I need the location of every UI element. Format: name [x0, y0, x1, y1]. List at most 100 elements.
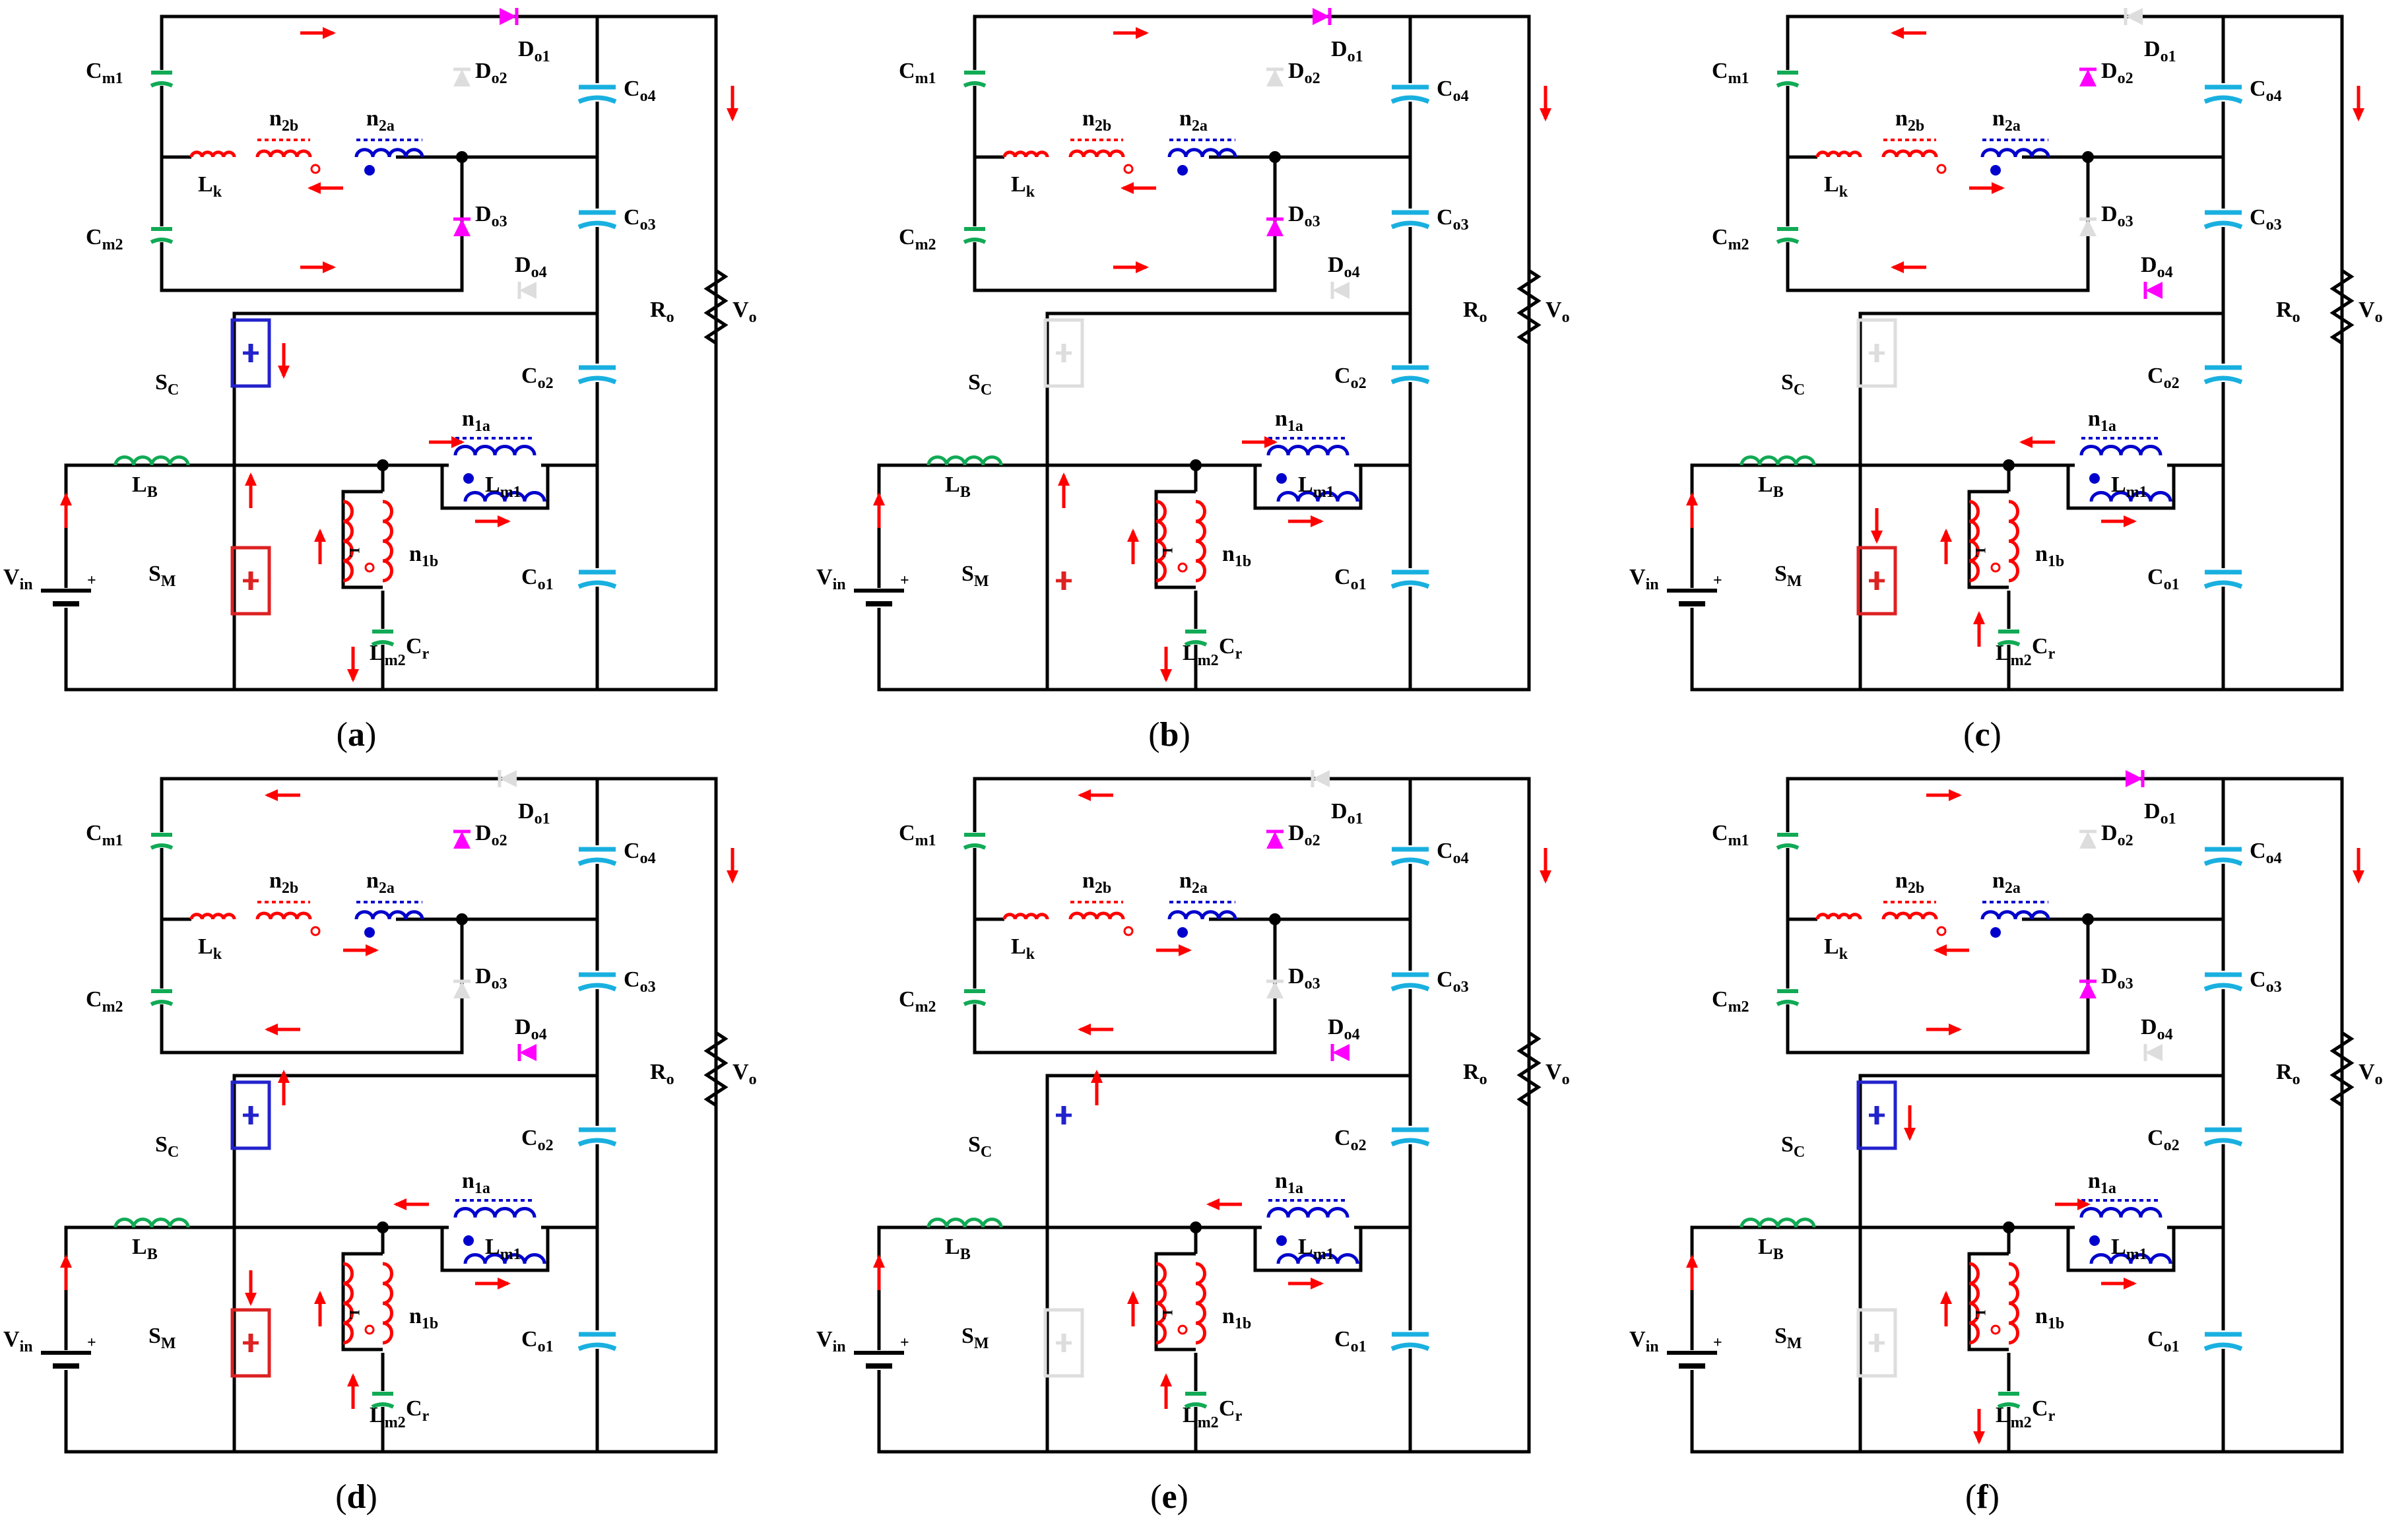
coil-turns	[1881, 149, 1938, 158]
n1b-label-main: n	[409, 1304, 422, 1328]
co2-label: Co2	[1334, 364, 1367, 392]
co4-label-sub: o4	[2266, 850, 2282, 867]
n2b-label-sub: 2b	[1095, 880, 1111, 897]
lm2-label: Lm2	[1183, 1403, 1219, 1431]
lm2-text: L	[346, 548, 363, 558]
cap-plate-curved	[963, 1000, 987, 1006]
lm1-label-main: L	[485, 1235, 500, 1259]
panel-caption: (b)	[1148, 716, 1190, 754]
arrow-top-loop	[1926, 789, 1962, 801]
switch-box	[1856, 1308, 1897, 1378]
cm2-label-main: C	[1712, 987, 1728, 1012]
do4-diode	[2143, 282, 2163, 299]
do3-label-main: D	[1288, 202, 1305, 226]
cap-plate-curved	[2203, 580, 2243, 589]
do4-label-main: D	[1328, 1015, 1344, 1039]
co1-label: Co1	[2147, 565, 2180, 593]
do2-label-main: D	[475, 59, 492, 83]
sc-label: SC	[968, 1132, 992, 1161]
junction-dot	[1269, 151, 1281, 163]
lb-label-sub: B	[960, 1246, 971, 1263]
do4-label: Do4	[2141, 253, 2173, 281]
lm1-label-sub: m1	[1313, 484, 1334, 501]
cr-label-sub: r	[1235, 645, 1243, 663]
switch-box	[1856, 1080, 1897, 1150]
do1-diode	[500, 8, 519, 25]
arrow-vin	[1686, 1254, 1698, 1290]
n1a-label: n1a	[1275, 406, 1303, 435]
do3-label-sub: o3	[492, 213, 507, 230]
cm2-capacitor	[963, 226, 987, 244]
arrow-head	[2077, 1198, 2091, 1210]
co3-capacitor	[1390, 971, 1430, 992]
switch-box	[1856, 546, 1897, 616]
sc-label-main: S	[1781, 1132, 1794, 1157]
lm2-inductor	[1969, 1262, 1980, 1345]
vin-label-sub: in	[833, 576, 846, 593]
switch-box	[230, 1080, 271, 1150]
do2-label-main: D	[475, 821, 492, 845]
junction-dot	[2082, 151, 2094, 163]
vin-label-sub: in	[20, 1338, 33, 1355]
sc-label-sub: C	[1794, 381, 1805, 399]
n1b-label-sub: 1b	[2048, 553, 2064, 570]
sm-label-main: S	[148, 1324, 161, 1348]
caption-letter: f	[1976, 1478, 1988, 1516]
coil-turns	[1980, 910, 2050, 920]
cr-label-main: C	[1219, 1396, 1235, 1421]
cap-plate-curved	[2203, 220, 2243, 230]
arrow-sm	[1058, 472, 1070, 508]
co3-label: Co3	[1437, 205, 1469, 234]
cap-plate-curved	[1776, 238, 1800, 244]
lm1-label-main: L	[2111, 1235, 2126, 1259]
ro-label: Ro	[650, 1060, 674, 1088]
resistor-zigzag	[2329, 1031, 2355, 1107]
co3-label-main: C	[1437, 205, 1453, 230]
co1-label-main: C	[1334, 1327, 1351, 1351]
vo-label: Vo	[2359, 1060, 2383, 1088]
resistor-zigzag	[703, 1031, 729, 1107]
do2-label-sub: o2	[2118, 70, 2133, 87]
caption-close-paren: )	[366, 1478, 377, 1516]
do3-label-main: D	[475, 202, 492, 226]
arrow-cr	[1973, 611, 1985, 647]
lk-label-main: L	[1824, 172, 1839, 197]
do2-label-sub: o2	[2118, 832, 2133, 849]
lm2-label-sub: m2	[1198, 652, 1219, 669]
lk-label-main: L	[1011, 934, 1026, 959]
co1-label: Co1	[521, 1327, 554, 1355]
arrow-head	[727, 108, 738, 121]
caption-letter: d	[347, 1478, 366, 1516]
cap-plate-curved	[1390, 220, 1430, 230]
lk-label: Lk	[198, 934, 222, 963]
panel-caption: (a)	[337, 716, 377, 754]
n1a-label-main: n	[2088, 406, 2100, 431]
ro-label-main: R	[650, 1060, 667, 1084]
co4-label: Co4	[624, 77, 656, 105]
vin-source: +	[1666, 1334, 1722, 1370]
arrow-lm2	[314, 529, 326, 564]
n2a-label: n2a	[366, 106, 395, 135]
n1b-label: n1b	[409, 542, 438, 570]
cap-plate-curved	[2203, 95, 2243, 104]
do2-label: Do2	[475, 821, 507, 849]
do4-label-sub: o4	[531, 1026, 547, 1043]
cap-plate-curved	[1390, 1342, 1430, 1351]
coil-turns	[1155, 1262, 1167, 1345]
n2a-polarity-dot	[1177, 927, 1188, 938]
lm2-inductor	[342, 1262, 354, 1345]
do2-label: Do2	[1288, 821, 1320, 849]
do1-label-sub: o1	[535, 810, 550, 828]
cap-plate-curved	[963, 81, 987, 88]
n1a-winding	[1266, 1199, 1350, 1218]
lk-inductor	[1002, 913, 1049, 920]
cap-plate-curved	[577, 375, 617, 385]
wire	[2223, 15, 2344, 692]
co4-capacitor	[2203, 845, 2243, 866]
do2-diode	[1266, 829, 1284, 849]
co3-capacitor	[577, 209, 617, 230]
junction-dot	[2003, 1221, 2015, 1233]
do3-label-sub: o3	[1305, 975, 1320, 992]
do3-label-main: D	[2101, 964, 2118, 989]
